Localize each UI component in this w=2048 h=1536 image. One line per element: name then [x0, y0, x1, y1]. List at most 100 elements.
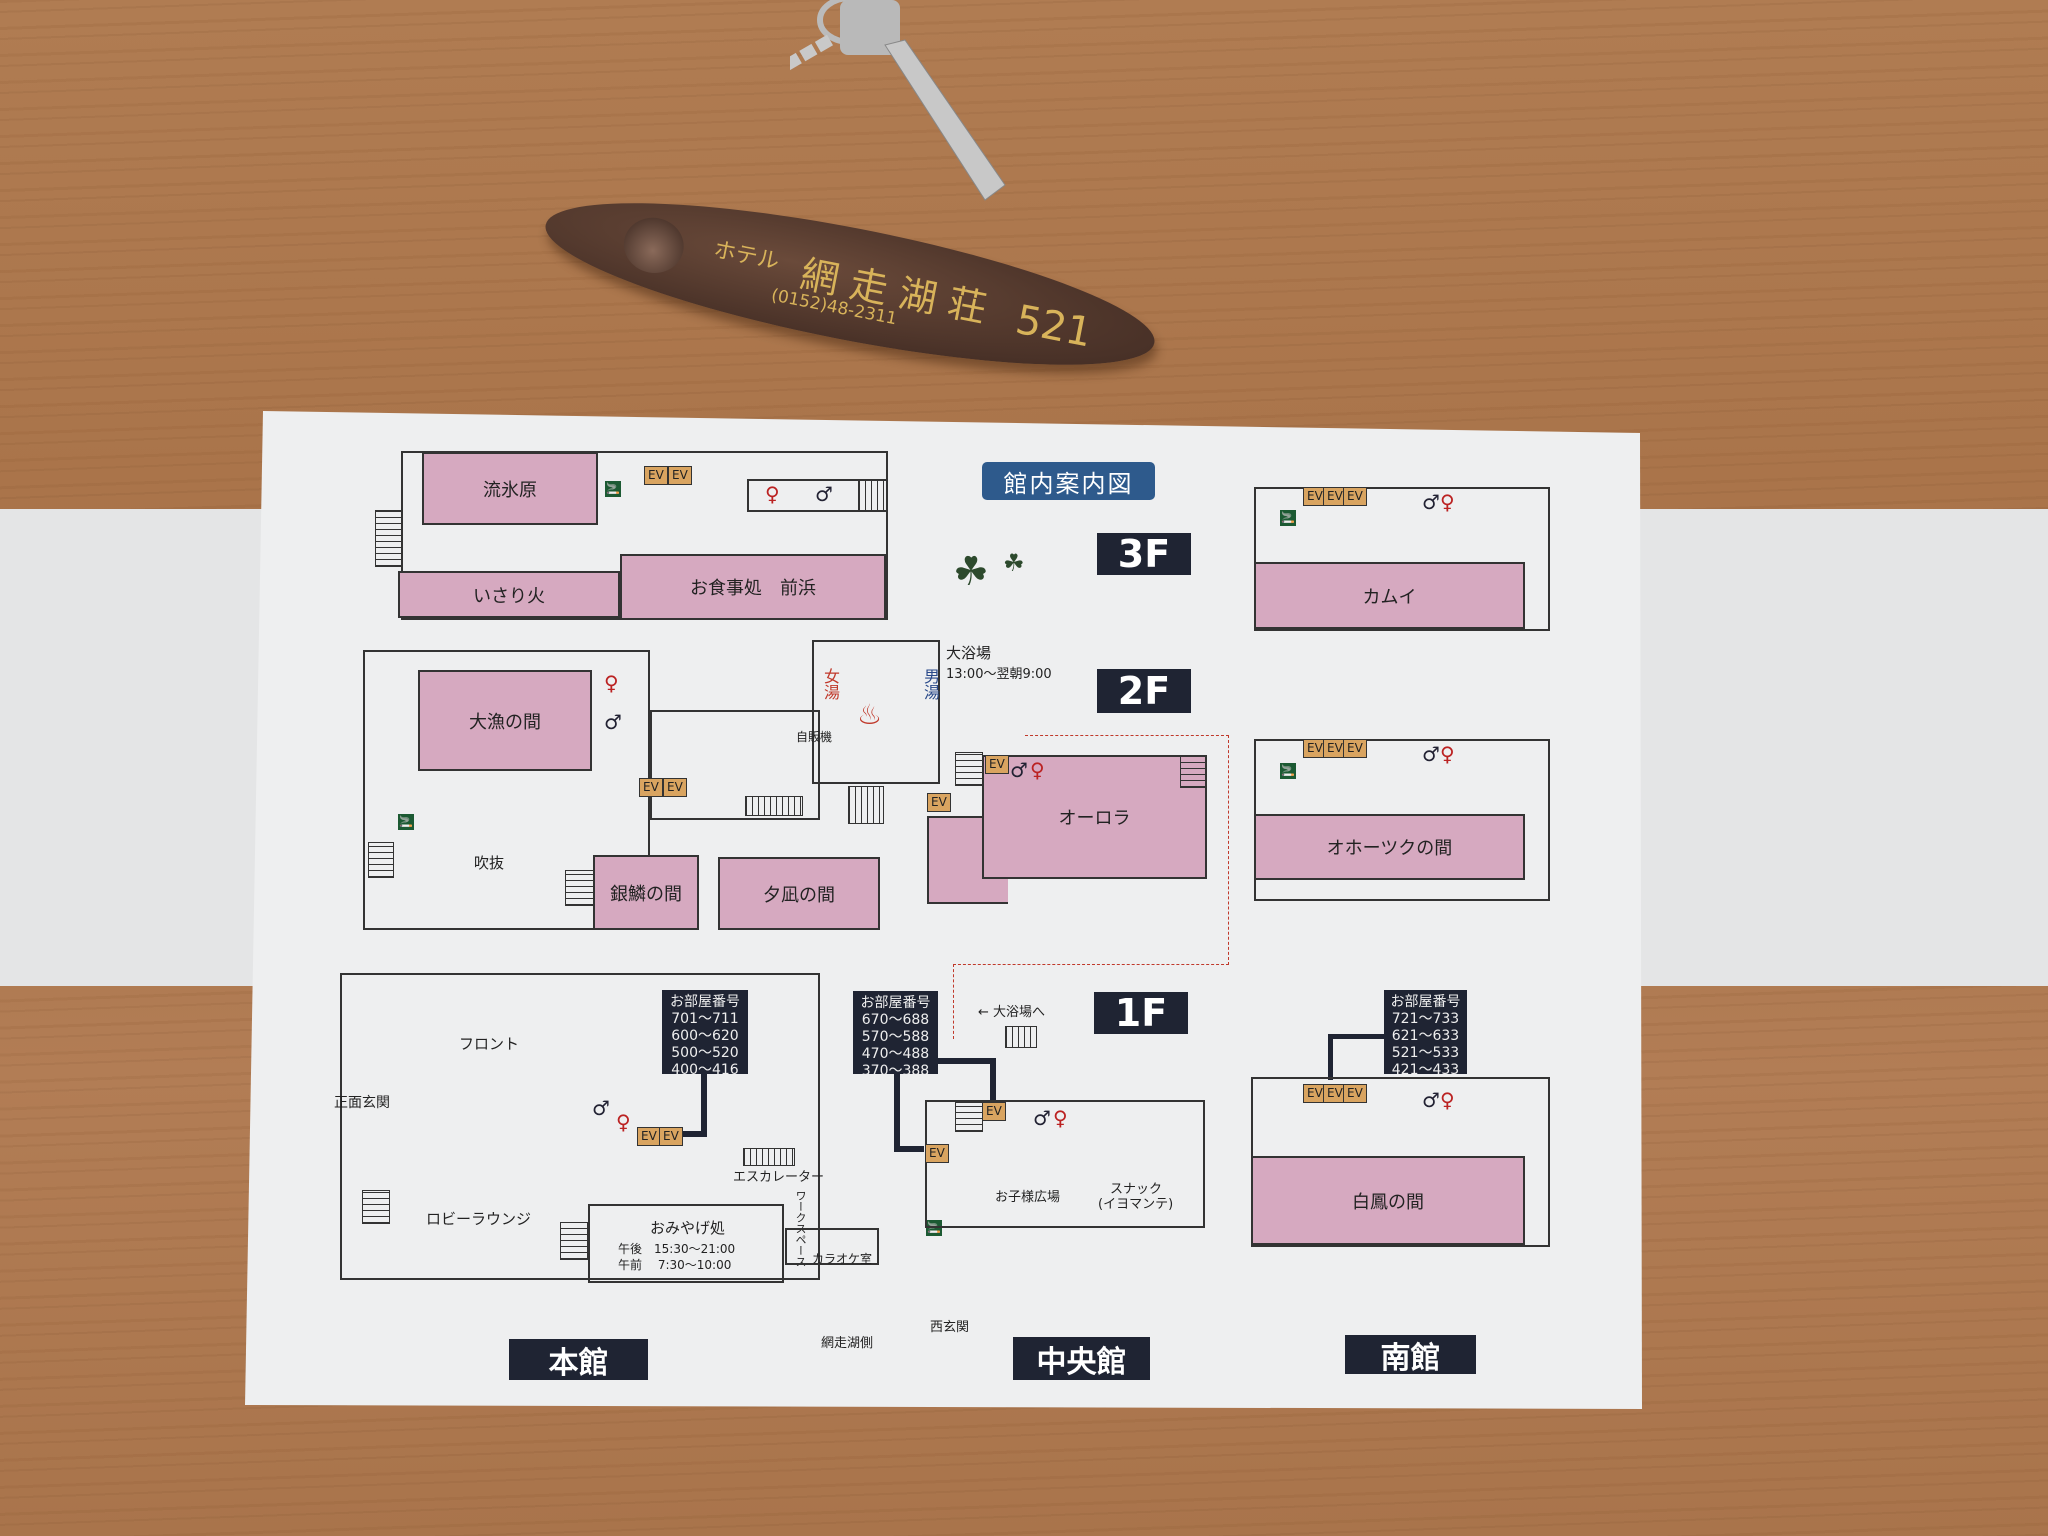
elevator-tag: EV	[925, 1144, 949, 1163]
room-range: 421～433	[1391, 1062, 1460, 1078]
elevator-tag: EV	[1323, 1084, 1347, 1103]
men-restroom-icon: ♂	[604, 710, 622, 734]
room-number-box-south: お部屋番号 721～733 621～633 521～533 421～433	[1384, 990, 1467, 1078]
clover-small-icon: ☘	[1003, 549, 1025, 577]
escalator-label: エスカレーター	[733, 1170, 825, 1185]
floor-label-2f: 2F	[1097, 669, 1191, 713]
elevator-tag: EV	[644, 466, 668, 485]
men-restroom-icon: ♂	[592, 1096, 610, 1120]
stairs-icon	[368, 842, 394, 878]
elevator-tag: EV	[1343, 1084, 1367, 1103]
room-box-heading: お部屋番号	[1390, 994, 1461, 1010]
smoking-area-icon: 🚬	[605, 481, 621, 497]
room-range: 701～711	[671, 1011, 739, 1027]
stairs-icon	[565, 870, 595, 906]
room-range: 600～620	[671, 1028, 739, 1044]
elevator-tag: EV	[659, 1127, 683, 1146]
men-bath-label: 男湯	[921, 668, 940, 700]
elevator-tag: EV	[639, 778, 663, 797]
souvenir-label: おみやげ処	[650, 1219, 726, 1237]
lake-side-label: 網走湖側	[821, 1336, 874, 1351]
room-range: 721～733	[1391, 1011, 1460, 1027]
key-icon	[790, 0, 1006, 201]
room-okhotsk: オホーツクの間	[1254, 814, 1525, 880]
vending-label: 自販機	[796, 730, 833, 744]
room-box-heading: お部屋番号	[860, 995, 931, 1011]
women-restroom-icon: ♀	[604, 671, 619, 695]
women-restroom-icon: ♀	[1440, 490, 1455, 514]
direction-arrow	[680, 1131, 707, 1137]
karaoke-label: カラオケ室	[812, 1252, 873, 1266]
fob-hotel-name: 網走湖荘	[796, 251, 1002, 334]
elevator-tag: EV	[927, 793, 951, 812]
stairs-icon	[375, 510, 403, 567]
karaoke-outline	[785, 1228, 879, 1265]
kids-area-label: お子様広場	[995, 1190, 1061, 1205]
stairs-icon	[745, 796, 803, 816]
elevator-tag: EV	[1343, 739, 1367, 758]
elevator-tag: EV	[1323, 739, 1347, 758]
room-aurora: オーロラ	[982, 755, 1207, 879]
direction-arrow	[701, 1074, 707, 1137]
building-label-main: 本館	[509, 1339, 648, 1381]
3f-south-outline	[1254, 487, 1550, 631]
smoking-area-icon: 🚬	[1280, 763, 1296, 779]
elevator-tag: EV	[1303, 487, 1327, 506]
men-restroom-icon: ♂	[1422, 490, 1440, 514]
souvenir-hours-pm: 午後 15:30～21:00	[618, 1242, 736, 1256]
direction-arrow	[894, 1074, 900, 1150]
elevator-tag: EV	[637, 1127, 661, 1146]
floor-label-1f: 1F	[1094, 991, 1188, 1035]
men-restroom-icon: ♂	[1033, 1106, 1051, 1130]
room-maehama: お食事処 前浜	[620, 554, 886, 620]
direction-arrow	[894, 1146, 924, 1152]
room-ryuhyogen: 流氷原	[422, 452, 598, 525]
stairs-icon	[1180, 756, 1206, 788]
room-range: 500～520	[671, 1045, 739, 1061]
room-number-box-central: お部屋番号 670～688 570～588 470～488 370～388	[853, 991, 938, 1079]
room-hakuho: 白鳳の間	[1251, 1156, 1525, 1245]
bath-hours: 13:00～翌朝9:00	[946, 667, 1052, 682]
direction-arrow	[1328, 1034, 1384, 1039]
smoking-area-icon: 🚬	[398, 814, 414, 830]
women-bath-label: 女湯	[821, 668, 840, 700]
women-restroom-icon: ♀	[1440, 742, 1455, 766]
direction-arrow	[990, 1058, 996, 1100]
room-range: 400～416	[671, 1062, 739, 1078]
lobby-label: ロビーラウンジ	[426, 1210, 532, 1228]
2f-corridor-outline	[650, 710, 820, 820]
elevator-tag: EV	[985, 755, 1009, 774]
souvenir-hours-am: 午前 7:30～10:00	[618, 1258, 732, 1272]
room-kamui: カムイ	[1254, 562, 1525, 629]
room-box-heading: お部屋番号	[670, 994, 740, 1010]
room-range: 621～633	[1391, 1028, 1460, 1044]
room-isaribi: いさり火	[398, 571, 620, 618]
room-range: 370～388	[861, 1063, 930, 1079]
1f-main-outline	[340, 973, 820, 1280]
escalator-icon[interactable]	[743, 1148, 795, 1166]
fob-hole	[619, 212, 689, 279]
direction-arrow	[1328, 1034, 1333, 1080]
route-to-bath-line	[1025, 735, 1229, 965]
elevator-tag: EV	[1343, 487, 1367, 506]
room-ginrin: 銀鱗の間	[593, 855, 699, 930]
direction-arrow	[938, 1058, 994, 1064]
elevator-tag: EV	[982, 1102, 1006, 1121]
men-restroom-icon: ♂	[815, 482, 833, 506]
fukinuke-label: 吹抜	[474, 854, 505, 872]
main-entrance-label: 正面玄関	[334, 1095, 390, 1111]
stairs-icon	[362, 1190, 390, 1224]
front-desk-label: フロント	[459, 1035, 520, 1053]
snack-sub-label: (イヨマンテ)	[1098, 1197, 1174, 1212]
men-restroom-icon: ♂	[1422, 1088, 1440, 1112]
stairs-icon	[560, 1222, 588, 1260]
room-number-box-main: お部屋番号 701～711 600～620 500～520 400～416	[662, 990, 748, 1078]
women-restroom-icon: ♀	[616, 1110, 631, 1134]
souvenir-shop-outline	[588, 1204, 784, 1283]
stairs-icon	[1005, 1026, 1037, 1048]
route-to-bath-line	[953, 964, 1229, 1039]
men-restroom-icon: ♂	[1010, 758, 1028, 782]
clover-icon: ☘	[953, 549, 989, 595]
room-range: 521～533	[1391, 1045, 1460, 1061]
snack-label: スナック	[1110, 1182, 1163, 1197]
